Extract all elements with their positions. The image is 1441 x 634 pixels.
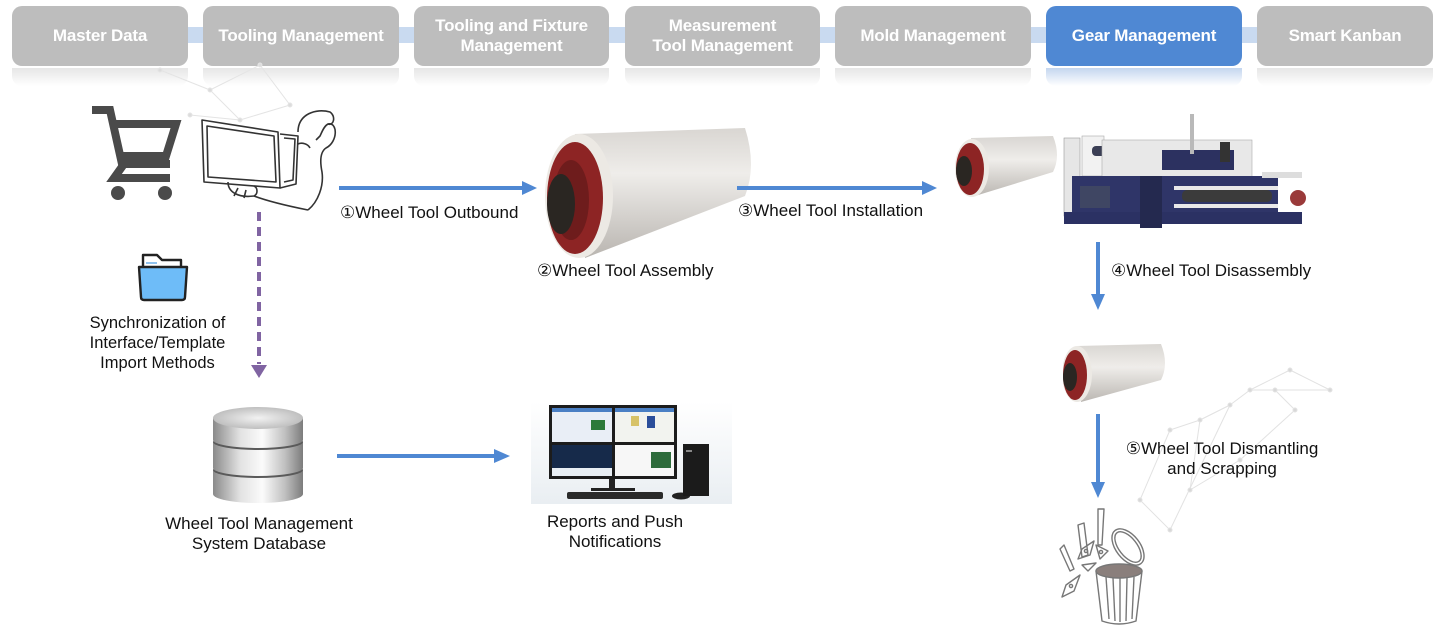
nav-reflection: [1257, 68, 1433, 86]
nav-tab-label: Gear Management: [1071, 26, 1217, 45]
roller-icon: [1063, 344, 1165, 402]
nav-reflection: [625, 68, 820, 86]
step-5-label: ⑤Wheel Tool Dismantling and Scrapping: [1125, 439, 1319, 478]
nav-reflection: [835, 68, 1031, 86]
database-label: Wheel Tool Management System Database: [165, 514, 353, 553]
nav-tab-label: Smart Kanban: [1288, 26, 1402, 45]
nav-reflection: [12, 68, 188, 86]
multi-monitor-workstation-icon: [531, 402, 732, 504]
arrow-disassembly: [1091, 242, 1105, 310]
dashed-sync-arrow: [251, 212, 267, 378]
arrow-outbound: [339, 181, 537, 195]
nav-reflection: [414, 68, 609, 86]
arrow-installation: [737, 181, 937, 195]
nav-tab-gear-management[interactable]: Gear Management: [1046, 6, 1242, 66]
step-4-label: ④Wheel Tool Disassembly: [1111, 261, 1312, 280]
veneer-lathe-machine-icon: [1063, 114, 1306, 228]
nav-tab-mold-management[interactable]: Mold Management: [835, 6, 1031, 66]
person-at-computer-icon: [201, 110, 337, 211]
roller-icon: [955, 136, 1057, 197]
nav-tab-tooling-management[interactable]: Tooling Management: [203, 6, 399, 66]
nav-tab-label: Master Data: [52, 26, 148, 45]
step-1-label: ①Wheel Tool Outbound: [340, 203, 519, 222]
nav-tab-label: Mold Management: [860, 26, 1006, 45]
step-2-label: ②Wheel Tool Assembly: [537, 261, 714, 280]
step-3-label: ③Wheel Tool Installation: [738, 201, 924, 220]
nav-reflection: [203, 68, 399, 86]
nav-tab-label: Measurement Tool Management: [652, 16, 793, 55]
nav-tab-label: Tooling Management: [218, 26, 384, 45]
arrow-db-to-reports: [337, 449, 510, 463]
network-decoration-icon: [157, 62, 293, 123]
database-icon: [213, 407, 303, 503]
network-decoration-icon: [1137, 367, 1333, 533]
nav-tab-master-data[interactable]: Master Data: [12, 6, 188, 66]
trash-bin-icon: [1059, 508, 1145, 625]
nav-reflection: [1046, 68, 1242, 86]
shopping-cart-icon: [92, 106, 182, 200]
folder-label: Synchronization of Interface/Template Im…: [89, 314, 226, 372]
roller-icon: [545, 128, 751, 258]
folder-icon: [137, 253, 189, 302]
reports-label: Reports and Push Notifications: [546, 512, 684, 551]
nav-tab-smart-kanban[interactable]: Smart Kanban: [1257, 6, 1433, 66]
nav-tab-label: Tooling and Fixture Management: [435, 16, 588, 55]
nav-tab-tooling-fixture-management[interactable]: Tooling and Fixture Management: [414, 6, 609, 66]
arrow-scrapping: [1091, 414, 1105, 498]
nav-tab-measurement-tool-management[interactable]: Measurement Tool Management: [625, 6, 820, 66]
